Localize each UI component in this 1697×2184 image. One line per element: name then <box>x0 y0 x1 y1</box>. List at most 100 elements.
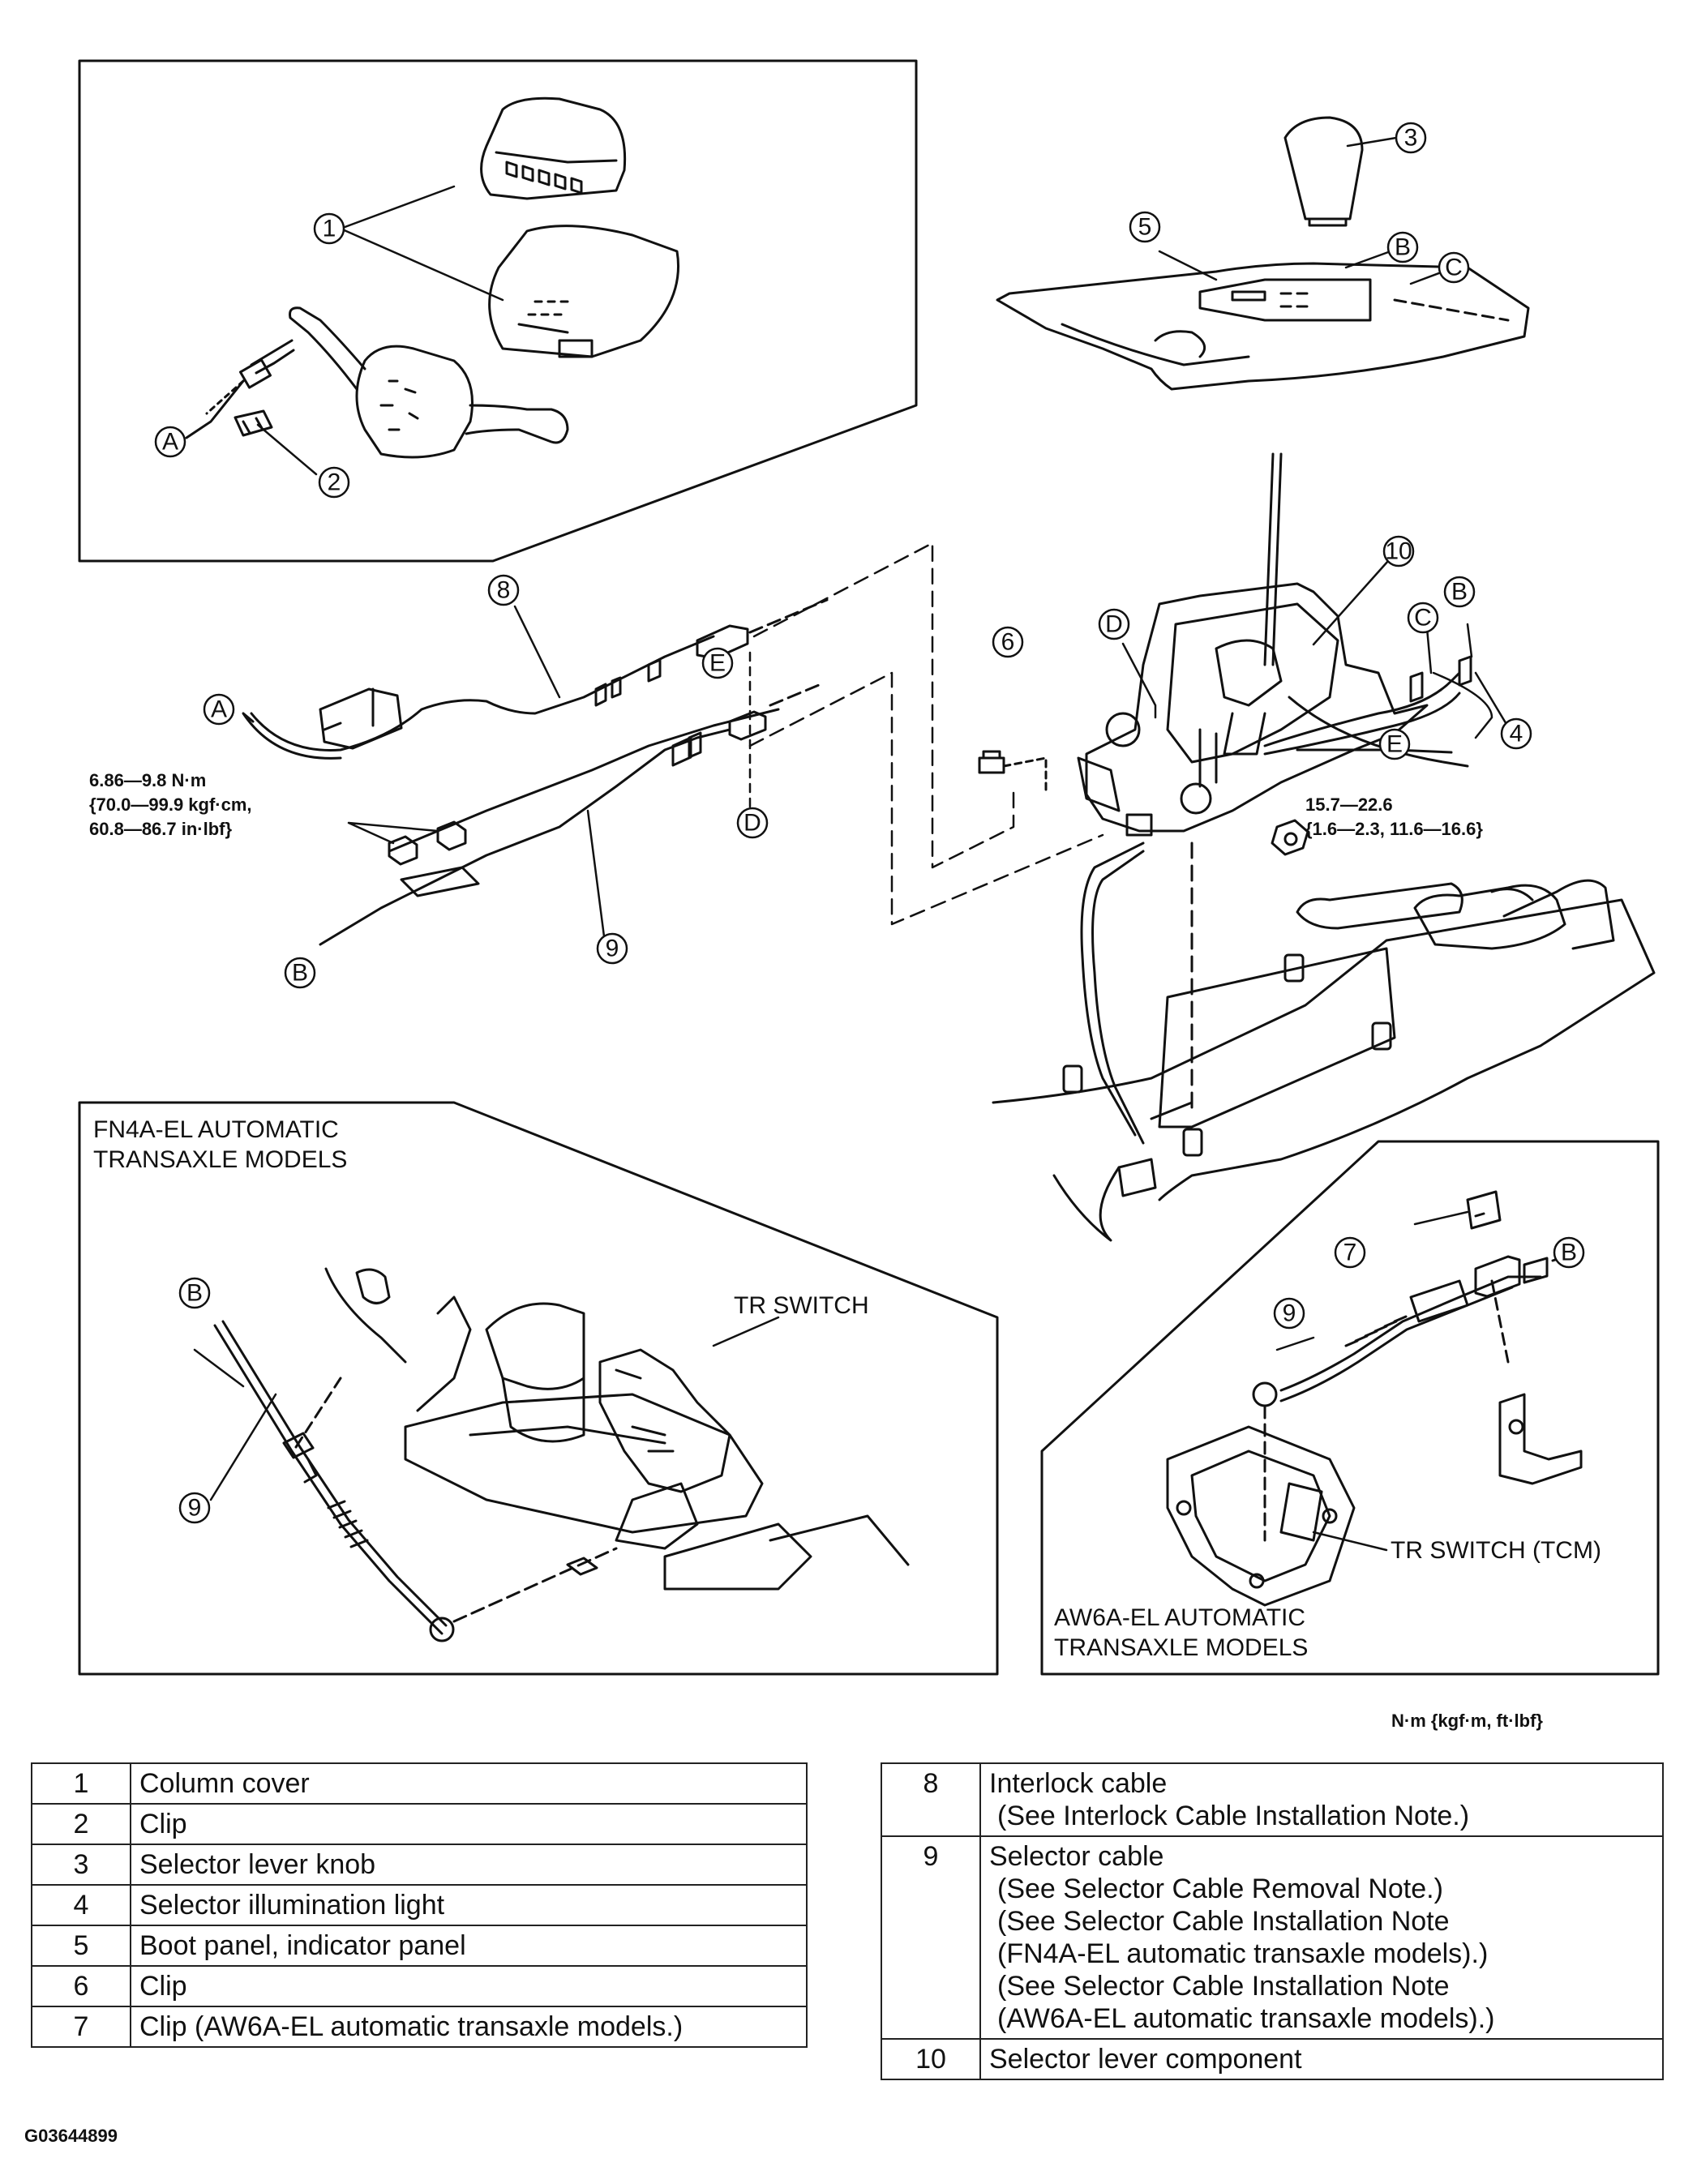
part-description-cell: Selector lever knob <box>130 1844 808 1886</box>
part-name: Selector lever component <box>989 2044 1302 2075</box>
part-name: Selector cable <box>989 1841 1164 1872</box>
callout-b-top: B <box>1395 234 1411 261</box>
selector-illumination-light <box>1409 655 1472 703</box>
callout-2: 2 <box>328 469 341 496</box>
part-note: (See Selector Cable Installation Note <box>997 1971 1450 2002</box>
column-cover-inset-frame <box>78 59 918 563</box>
callout-8: 8 <box>497 577 511 604</box>
callout-4: 4 <box>1510 721 1523 747</box>
callout-e-center: E <box>1386 731 1403 758</box>
parts-row: 3 Selector lever knob <box>31 1844 808 1886</box>
part-note: (AW6A-EL automatic transaxle models).) <box>997 2003 1495 2034</box>
part-name: Interlock cable <box>989 1768 1168 1799</box>
part-description-cell: Clip (AW6A-EL automatic transaxle models… <box>130 2006 808 2048</box>
callout-e-mid: E <box>709 650 726 677</box>
part-number: 4 <box>31 1884 131 1926</box>
part-name: Column cover <box>139 1768 310 1799</box>
part-number: 7 <box>31 2006 131 2048</box>
callout-10: 10 <box>1385 538 1412 565</box>
part-number: 10 <box>881 2038 981 2080</box>
part-name: Boot panel, indicator panel <box>139 1930 466 1961</box>
callout-9-aw6a: 9 <box>1283 1300 1296 1327</box>
part-number: 8 <box>881 1762 981 1837</box>
callout-c-top: C <box>1445 255 1463 281</box>
fn4a-inset-frame <box>78 1101 999 1676</box>
tr-switch <box>598 1348 731 1493</box>
callout-1: 1 <box>323 216 336 242</box>
part-description-cell: Selector illumination light <box>130 1884 808 1926</box>
part-name: Selector lever knob <box>139 1849 376 1880</box>
column-cover-lower <box>488 225 680 358</box>
part-number: 6 <box>31 1965 131 2007</box>
torque-left-line3: 60.8—86.7 in·lbf} <box>89 819 233 839</box>
interlock-cable <box>250 635 715 752</box>
parts-row: 2 Clip <box>31 1803 808 1845</box>
parts-row: 5 Boot panel, indicator panel <box>31 1925 808 1967</box>
part-number: 9 <box>881 1835 981 2040</box>
part-description-cell: Selector lever component <box>979 2038 1664 2080</box>
part-note: (See Interlock Cable Installation Note.) <box>997 1801 1470 1831</box>
callout-3: 3 <box>1404 125 1418 152</box>
parts-row: 6 Clip <box>31 1965 808 2007</box>
column-cover-upper <box>480 96 627 200</box>
boot-panel <box>996 262 1530 391</box>
callout-c-center: C <box>1414 605 1432 632</box>
part-number: 1 <box>31 1762 131 1805</box>
parts-row: 10 Selector lever component <box>881 2038 1664 2080</box>
callout-a-mid: A <box>211 696 227 723</box>
interlock-connector <box>319 687 403 750</box>
torque-unit-note: N·m {kgf·m, ft·lbf} <box>1391 1711 1543 1731</box>
part-description-cell: Clip <box>130 1803 808 1845</box>
combination-switch <box>355 345 474 459</box>
part-description-cell: Column cover <box>130 1762 808 1805</box>
part-name: Clip <box>139 1809 187 1839</box>
part-number: 2 <box>31 1803 131 1845</box>
parts-row: 7 Clip (AW6A-EL automatic transaxle model… <box>31 2006 808 2048</box>
callout-b-fn4a: B <box>186 1280 203 1307</box>
callout-7: 7 <box>1343 1240 1357 1266</box>
part-note: (FN4A-EL automatic transaxle models).) <box>997 1938 1489 1969</box>
callout-b-center: B <box>1451 579 1468 606</box>
figure-code: G03644899 <box>24 2126 118 2146</box>
fn4a-title-line1: FN4A-EL AUTOMATIC <box>93 1116 339 1143</box>
selector-cable <box>388 708 780 853</box>
part-note: (See Selector Cable Installation Note <box>997 1906 1450 1937</box>
callout-d-center: D <box>1105 611 1123 638</box>
tr-switch-label: TR SWITCH <box>734 1292 869 1319</box>
callout-5: 5 <box>1138 214 1152 241</box>
part-number: 3 <box>31 1844 131 1886</box>
part-name: Selector illumination light <box>139 1890 445 1921</box>
part-description-cell: Clip <box>130 1965 808 2007</box>
part-name: Clip (AW6A-EL automatic transaxle models… <box>139 2011 684 2042</box>
torque-right-line1: 15.7—22.6 <box>1305 794 1393 815</box>
parts-row: 1 Column cover <box>31 1762 808 1805</box>
clip-7 <box>1466 1190 1502 1230</box>
fn4a-title-line2: TRANSAXLE MODELS <box>93 1146 347 1173</box>
part-note: (See Selector Cable Removal Note.) <box>997 1874 1443 1904</box>
part-name: Clip <box>139 1971 187 2002</box>
part-description-cell: Boot panel, indicator panel <box>130 1925 808 1967</box>
callout-9-mid: 9 <box>606 936 619 962</box>
callout-d-mid: D <box>744 810 761 837</box>
callout-b-mid: B <box>292 960 308 987</box>
aw6a-title-line1: AW6A-EL AUTOMATIC <box>1054 1604 1305 1631</box>
torque-left-line1: 6.86—9.8 N·m <box>89 770 206 790</box>
aw6a-inset-frame <box>1040 1140 1660 1676</box>
part-number: 5 <box>31 1925 131 1967</box>
tr-switch-tcm-label: TR SWITCH (TCM) <box>1391 1537 1601 1564</box>
part-description-cell: Selector cable(See Selector Cable Remova… <box>979 1835 1664 2040</box>
callout-b-aw6a: B <box>1561 1240 1577 1266</box>
callout-6: 6 <box>1001 629 1015 656</box>
torque-right-line2: {1.6—2.3, 11.6—16.6} <box>1305 819 1483 839</box>
parts-row: 4 Selector illumination light <box>31 1884 808 1926</box>
callout-a-top: A <box>162 429 178 456</box>
part-description-cell: Interlock cable(See Interlock Cable Inst… <box>979 1762 1664 1837</box>
torque-left-line2: {70.0—99.9 kgf·cm, <box>89 794 252 815</box>
tr-switch-tcm <box>1166 1425 1356 1607</box>
callout-9-fn4a: 9 <box>188 1495 202 1522</box>
